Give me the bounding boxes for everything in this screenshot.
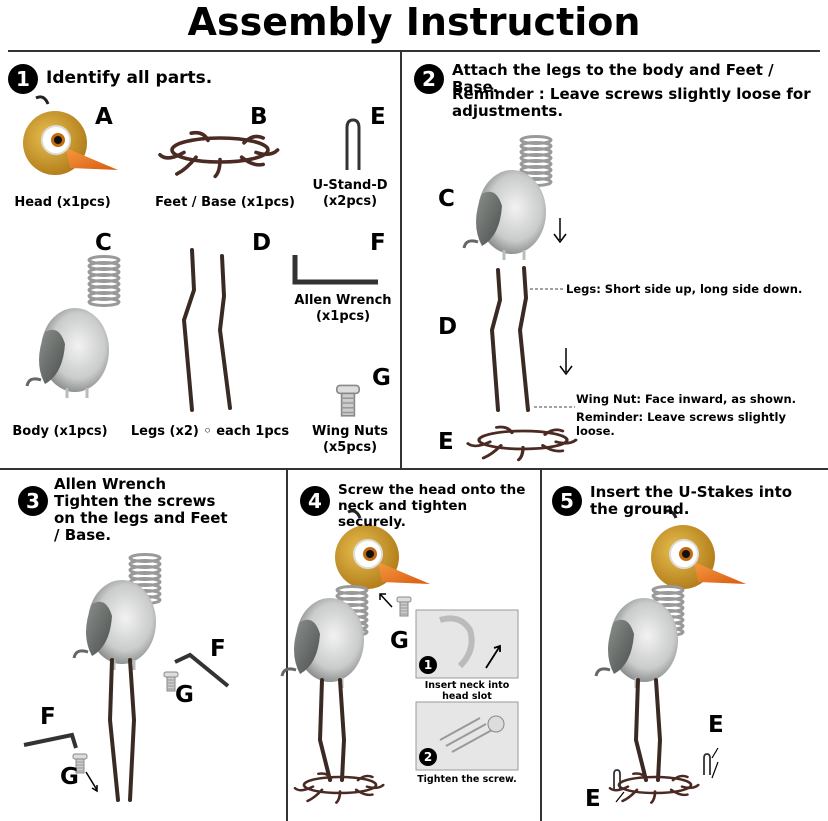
step2-note-legs: Legs: Short side up, long side down. (566, 282, 803, 296)
step4-number-badge: 4 (300, 486, 330, 516)
step3-label-f2: F (40, 704, 56, 730)
step4-text: Screw the head onto the neck and tighten… (338, 482, 526, 530)
part-e-letter: E (370, 104, 386, 130)
part-b-caption: Feet / Base (x1pcs) (155, 195, 295, 210)
divider-bottom-2 (540, 470, 542, 821)
part-f-letter: F (370, 230, 386, 256)
divider-top (8, 50, 820, 52)
step1-number-badge: 1 (8, 64, 38, 94)
step5-number-badge: 5 (552, 486, 582, 516)
part-e-caption: U-Stand-D (x2pcs) (312, 178, 388, 209)
step5-text: Insert the U-Stakes into the ground. (590, 483, 793, 518)
step2-label-d: D (438, 314, 458, 340)
step5-label-e2: E (585, 786, 601, 812)
step2-text: Attach the legs to the body and Feet / B… (452, 61, 774, 96)
step3-number-badge: 3 (18, 486, 48, 516)
step1-text: Identify all parts. (46, 68, 213, 88)
part-g-wingnut-illustration (335, 384, 361, 417)
step4-sub2-caption: Tighten the screw. (417, 774, 517, 785)
part-b-feet-illustration (158, 130, 280, 179)
step4-sub2-badge: 2 (419, 748, 437, 766)
divider-bottom-1 (286, 470, 288, 821)
step2-label-c: C (438, 186, 455, 212)
part-c-body-illustration (25, 255, 121, 400)
part-e-ustake-illustration (345, 118, 361, 170)
part-c-letter: C (95, 230, 112, 256)
page-title: Assembly Instruction (187, 0, 641, 44)
step2-body-illustration (462, 135, 553, 262)
step5-label-e1: E (708, 712, 724, 738)
step2-reminder: Reminder : Leave screws slightly loose f… (452, 85, 811, 120)
part-a-caption: Head (x1pcs) (14, 195, 111, 210)
step3-label-f1: F (210, 636, 226, 662)
step4-label-g: G (390, 628, 409, 654)
step4-sub1-badge: 1 (419, 656, 437, 674)
step4-sub1-caption: Insert neck into head slot (424, 680, 510, 702)
part-g-letter: G (372, 365, 391, 391)
part-b-letter: B (250, 104, 268, 130)
step2-number-badge: 2 (414, 64, 444, 94)
part-c-caption: Body (x1pcs) (12, 424, 108, 439)
step3-text: Allen Wrench Tighten the screws on the l… (54, 475, 228, 544)
part-f-wrench-illustration (292, 255, 378, 285)
divider-mid-vertical (400, 52, 402, 468)
part-a-letter: A (95, 104, 113, 130)
part-f-caption: Allen Wrench (x1pcs) (294, 293, 392, 324)
part-d-legs-illustration (181, 248, 232, 412)
divider-middle (0, 468, 828, 470)
part-g-caption: Wing Nuts (x5pcs) (312, 424, 388, 455)
step2-note-reminder: Reminder: Leave screws slightly loose. (576, 410, 786, 438)
step2-note-wingnut: Wing Nut: Face inward, as shown. (576, 392, 797, 406)
step2-label-e: E (438, 429, 454, 455)
step3-label-g2: G (60, 764, 79, 790)
step3-label-g1: G (175, 682, 194, 708)
part-d-letter: D (252, 230, 272, 256)
part-d-caption: Legs (x2) ◦ each 1pcs (130, 424, 290, 439)
